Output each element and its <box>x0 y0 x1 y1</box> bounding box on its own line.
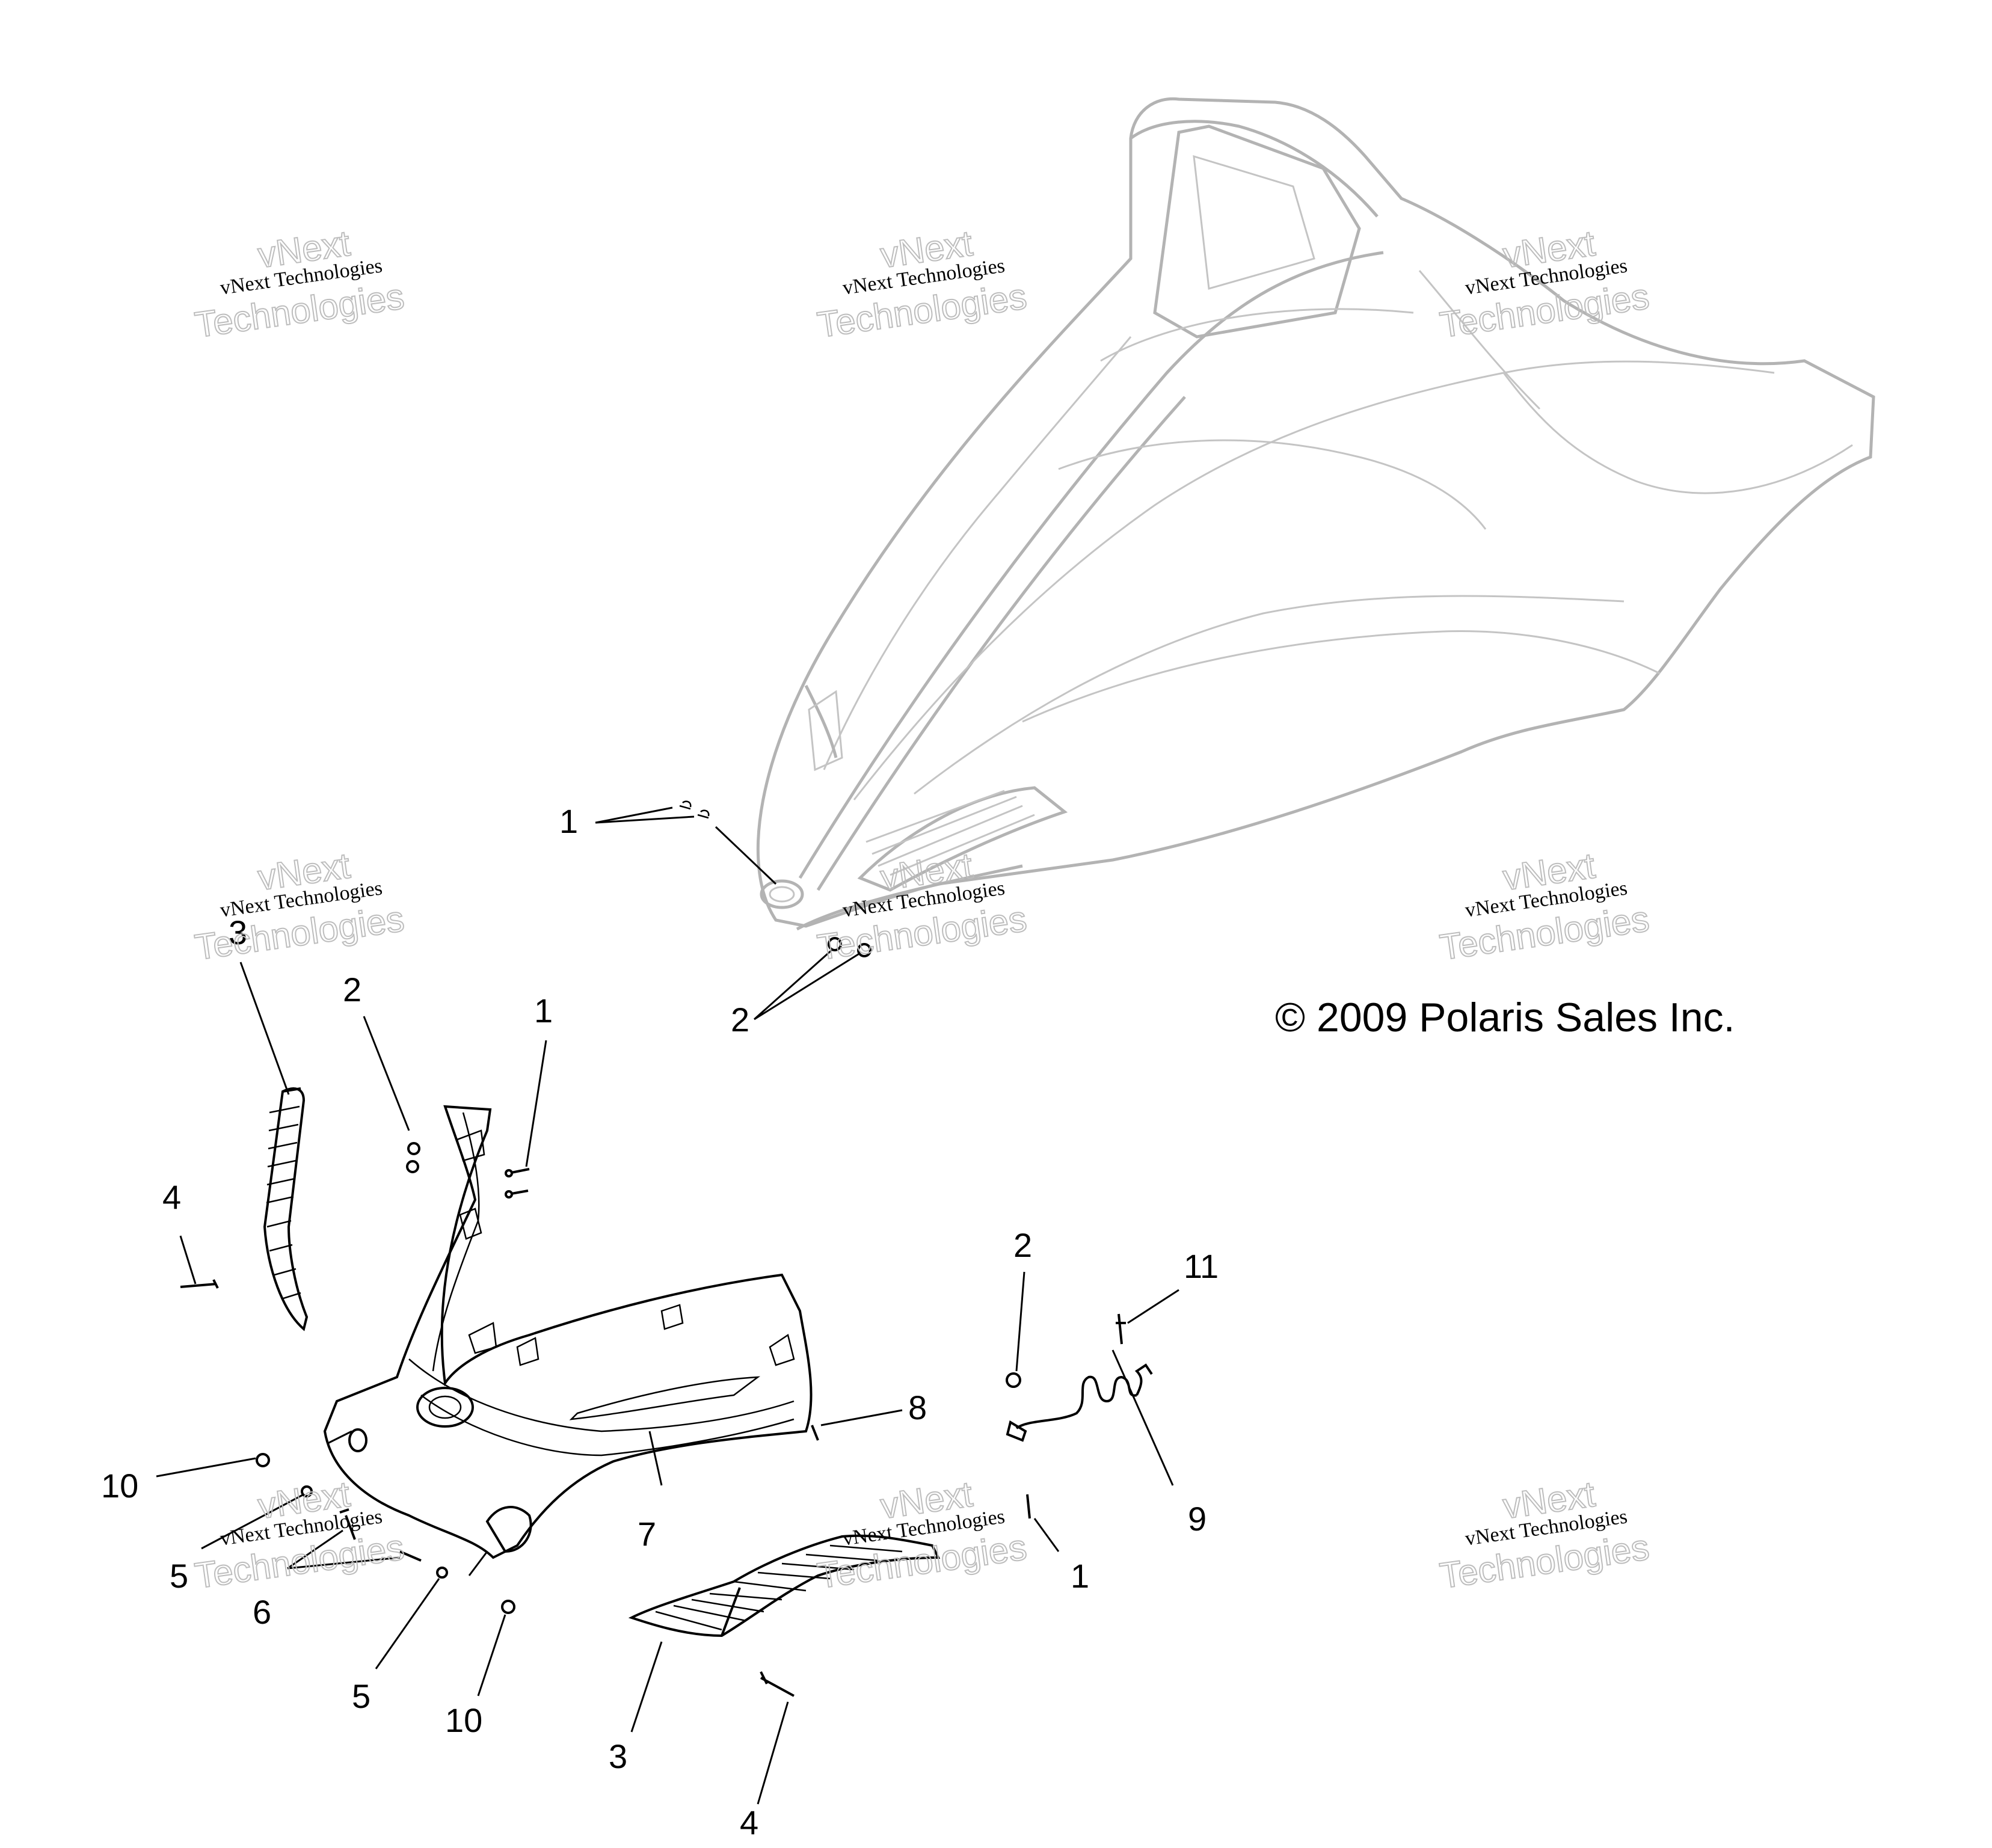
callout-5-bottom: 5 <box>352 1677 370 1715</box>
callout-2-top: 2 <box>731 1001 749 1039</box>
callout-11: 11 <box>1184 1247 1219 1285</box>
hardware <box>180 800 1153 1697</box>
watermark-9: vNext vNext Technologies Technologies <box>1437 1473 1652 1597</box>
callout-8: 8 <box>908 1389 927 1426</box>
watermark-7: vNext vNext Technologies Technologies <box>192 1473 407 1597</box>
callout-6: 6 <box>253 1593 271 1631</box>
watermark-6: vNext vNext Technologies Technologies <box>1437 845 1652 968</box>
callout-1-top: 1 <box>559 802 578 840</box>
callout-2-left: 2 <box>343 971 361 1008</box>
watermark-4: vNext vNext Technologies Technologies <box>192 845 407 968</box>
callout-3-left: 3 <box>229 913 247 951</box>
callout-4-left: 4 <box>162 1178 181 1216</box>
callout-10-left: 10 <box>101 1467 138 1505</box>
callout-4-bottom: 4 <box>740 1803 758 1841</box>
copyright-notice: © 2009 Polaris Sales Inc. <box>1275 995 1735 1040</box>
hood-assembly <box>756 97 1875 931</box>
left-grille <box>263 1087 309 1331</box>
callout-7: 7 <box>638 1515 656 1553</box>
callout-1-right: 1 <box>1071 1557 1089 1595</box>
leader-lines <box>156 806 1179 1805</box>
bumper-assembly <box>323 1105 813 1559</box>
callout-9: 9 <box>1188 1500 1207 1538</box>
callouts: 1 2 3 2 1 4 2 11 8 10 9 5 7 1 6 5 10 3 4 <box>101 802 1219 1841</box>
watermark-8: vNext vNext Technologies Technologies <box>814 1473 1030 1597</box>
callout-10-bottom: 10 <box>445 1701 482 1739</box>
callout-1-left: 1 <box>534 992 553 1030</box>
watermark-3: vNext vNext Technologies Technologies <box>1437 223 1652 346</box>
callout-2-right: 2 <box>1013 1226 1032 1264</box>
watermark-2: vNext vNext Technologies Technologies <box>814 223 1030 346</box>
bottom-grille <box>628 1534 941 1638</box>
callout-3-bottom: 3 <box>609 1737 627 1775</box>
callout-5-left: 5 <box>170 1557 188 1595</box>
watermark-1: vNext vNext Technologies Technologies <box>192 223 407 346</box>
